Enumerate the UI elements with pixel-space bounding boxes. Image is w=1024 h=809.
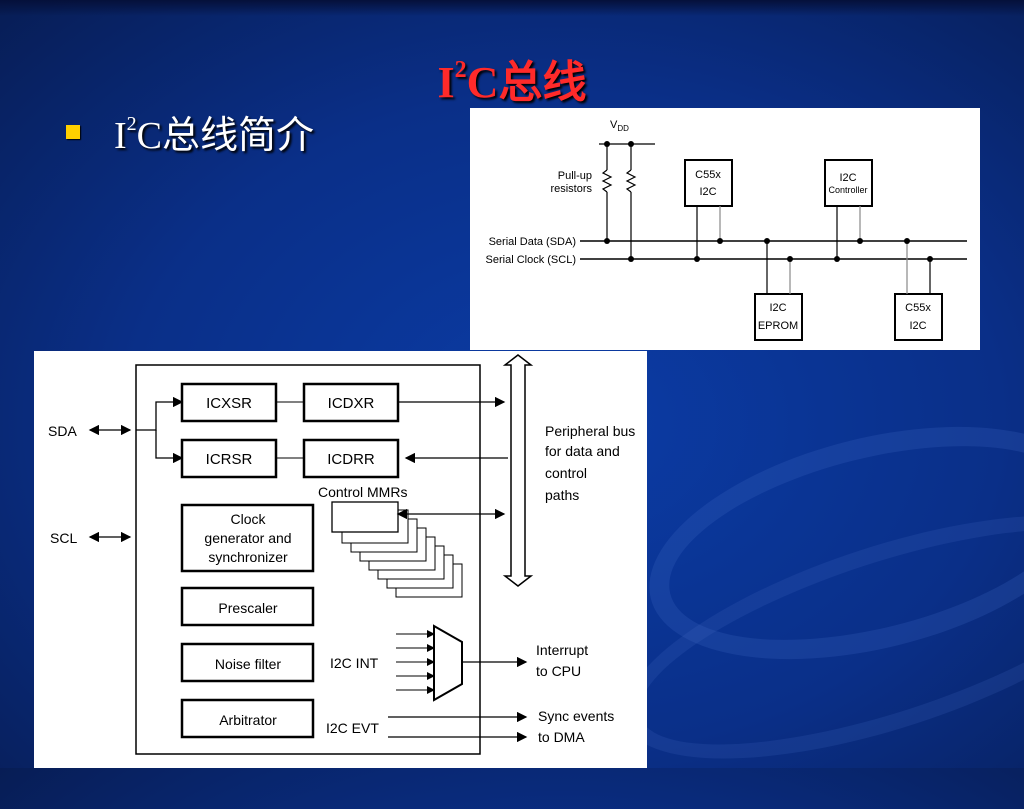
slide-title: I2C总线 xyxy=(437,57,587,107)
sync-events-label-2: to DMA xyxy=(538,729,585,745)
peripheral-bus-label-2: for data and xyxy=(545,443,620,459)
device-c55x-2-label-2: I2C xyxy=(909,320,926,332)
top-band xyxy=(0,0,1024,16)
bullet-text: I2C总线简介 xyxy=(114,113,315,157)
interrupt-label: Interrupt xyxy=(536,642,588,658)
icrsr-register: ICRSR xyxy=(206,451,253,468)
device-eprom-label: I2C xyxy=(769,302,786,314)
icdxr-register: ICDXR xyxy=(328,395,375,412)
arbitrator-label: Arbitrator xyxy=(219,712,277,728)
i2c-bus-diagram: VDD Pull-up resistors Serial Data (SDA) … xyxy=(470,108,980,350)
vdd-label: VDD xyxy=(610,119,629,133)
sda-line-label: Serial Data (SDA) xyxy=(489,236,576,248)
device-c55x-label-2: I2C xyxy=(699,186,716,198)
clock-generator-label-3: synchronizer xyxy=(208,549,288,565)
device-c55x-label: C55x xyxy=(695,169,721,181)
control-mmrs-label: Control MMRs xyxy=(318,484,407,500)
noise-filter-label: Noise filter xyxy=(215,656,281,672)
prescaler-label: Prescaler xyxy=(218,600,277,616)
scl-line-label: Serial Clock (SCL) xyxy=(486,254,576,266)
bullet-item: I2C总线简介 xyxy=(66,104,314,159)
device-eprom-label-2: EPROM xyxy=(758,320,798,332)
i2c-evt-label: I2C EVT xyxy=(326,720,379,736)
sda-pin-label: SDA xyxy=(48,423,77,439)
peripheral-bus-label-3: control xyxy=(545,465,587,481)
icxsr-register: ICXSR xyxy=(206,395,252,412)
i2c-int-label: I2C INT xyxy=(330,655,379,671)
clock-generator-label: Clock xyxy=(230,511,266,527)
device-controller-label: I2C xyxy=(839,172,856,184)
interrupt-label-2: to CPU xyxy=(536,663,581,679)
icdrr-register: ICDRR xyxy=(327,451,375,468)
peripheral-bus-label: Peripheral bus xyxy=(545,423,635,439)
device-controller-label-2: Controller xyxy=(828,185,867,195)
bullet-square-icon xyxy=(66,124,80,139)
clock-generator-label-2: generator and xyxy=(204,530,291,546)
peripheral-bus-label-4: paths xyxy=(545,487,579,503)
scl-pin-label: SCL xyxy=(50,530,77,546)
pullup-label-2: resistors xyxy=(550,183,592,195)
i2c-block-diagram: SDA SCL ICXSR ICDXR ICRSR ICDRR Control … xyxy=(34,351,647,768)
sync-events-label: Sync events xyxy=(538,708,614,724)
device-c55x-2-label: C55x xyxy=(905,302,931,314)
pullup-label: Pull-up xyxy=(558,170,592,182)
